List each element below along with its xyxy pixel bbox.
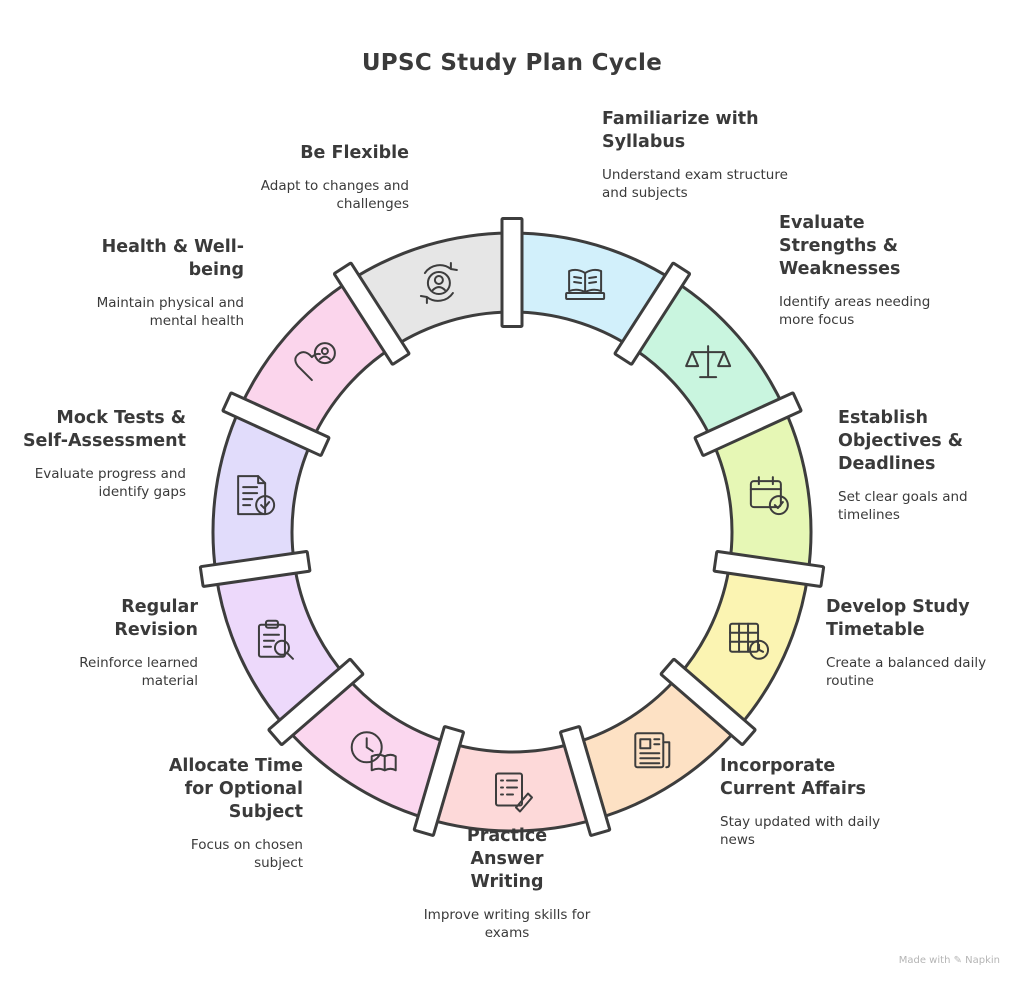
- segment-divider-tab: [332, 261, 411, 366]
- step-title: Be Flexible: [300, 143, 409, 163]
- clock-book-icon: [350, 731, 397, 772]
- step-description: Set clear goals and timelines: [838, 489, 968, 523]
- step-description: Create a balanced daily routine: [826, 655, 987, 689]
- writing-icon: [495, 772, 533, 813]
- step-answer-writing: Practice Answer Writing Improve writing …: [412, 825, 602, 942]
- napkin-watermark: Made with ✎ Napkin: [898, 955, 1000, 966]
- book-icon: [565, 268, 606, 301]
- step-regular-revision: Regular Revision Reinforce learned mater…: [48, 596, 198, 690]
- segment-divider-tab: [659, 657, 757, 746]
- segment-divider-tab: [198, 549, 312, 588]
- step-current-affairs: Incorporate Current Affairs Stay updated…: [720, 755, 895, 849]
- segment-divider-tab: [412, 725, 465, 837]
- timetable-clock-icon: [729, 622, 770, 660]
- step-description: Reinforce learned material: [79, 655, 198, 689]
- step-title: Establish Objectives & Deadlines: [838, 408, 964, 474]
- diagram-title: UPSC Study Plan Cycle: [361, 50, 663, 76]
- step-title: Health & Well-being: [101, 237, 244, 280]
- step-description: Adapt to changes and challenges: [260, 178, 409, 212]
- calendar-check-icon: [749, 476, 789, 516]
- test-paper-icon: [237, 475, 276, 516]
- step-title: Allocate Time for Optional Subject: [168, 756, 303, 822]
- step-title: Regular Revision: [114, 597, 198, 640]
- step-title: Develop Study Timetable: [826, 597, 970, 640]
- step-establish-objectives: Establish Objectives & Deadlines Set cle…: [838, 407, 1008, 524]
- segment-divider-tab: [500, 217, 524, 328]
- segment-divider-tab: [221, 391, 331, 457]
- step-health-wellbeing: Health & Well-being Maintain physical an…: [64, 236, 244, 330]
- step-title: Mock Tests & Self-Assessment: [22, 408, 186, 451]
- step-mock-tests: Mock Tests & Self-Assessment Evaluate pr…: [20, 407, 186, 501]
- newspaper-icon: [634, 732, 671, 769]
- step-optional-subject: Allocate Time for Optional Subject Focus…: [143, 755, 303, 872]
- step-title: Incorporate Current Affairs: [720, 756, 866, 799]
- segment-divider-tab: [693, 391, 803, 457]
- health-heart-icon: [294, 342, 336, 382]
- step-title: Practice Answer Writing: [466, 826, 548, 892]
- step-description: Evaluate progress and identify gaps: [34, 466, 186, 500]
- step-familiarize-syllabus: Familiarize with Syllabus Understand exa…: [602, 108, 812, 202]
- step-be-flexible: Be Flexible Adapt to changes and challen…: [229, 142, 409, 213]
- scale-icon: [685, 345, 732, 379]
- step-description: Focus on chosen subject: [190, 837, 303, 871]
- step-description: Maintain physical and mental health: [96, 295, 244, 329]
- step-title: Familiarize with Syllabus: [602, 109, 759, 152]
- segment-divider-tab: [712, 549, 826, 588]
- person-cycle-icon: [419, 262, 458, 305]
- step-description: Stay updated with daily news: [720, 814, 881, 848]
- step-description: Identify areas needing more focus: [779, 294, 931, 328]
- step-title: Evaluate Strengths & Weaknesses: [779, 213, 901, 279]
- step-description: Improve writing skills for exams: [423, 907, 591, 941]
- step-develop-timetable: Develop Study Timetable Create a balance…: [826, 596, 996, 690]
- clipboard-search-icon: [257, 619, 294, 660]
- step-evaluate-strengths: Evaluate Strengths & Weaknesses Identify…: [779, 212, 949, 329]
- segment-divider-tab: [613, 261, 692, 366]
- step-description: Understand exam structure and subjects: [602, 167, 788, 201]
- segment-divider-tab: [267, 657, 365, 746]
- segment-divider-tab: [559, 725, 612, 837]
